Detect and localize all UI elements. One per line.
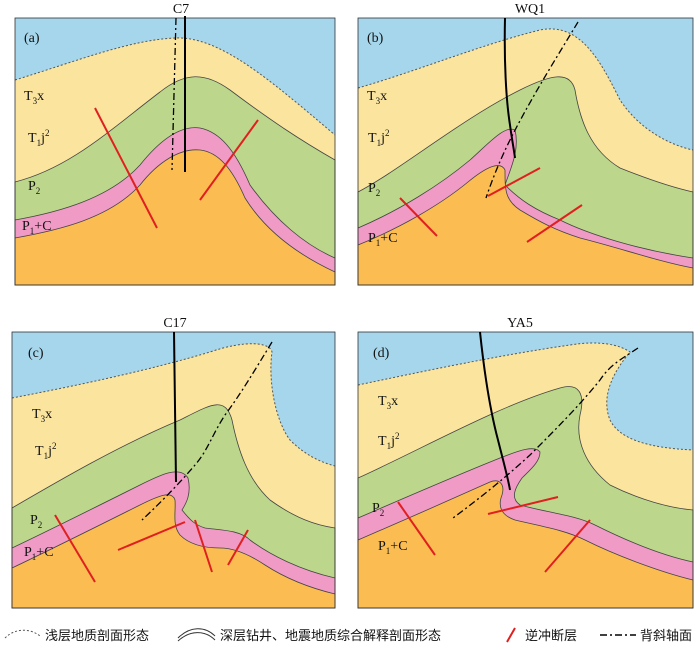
legend-item-thrust: 逆冲断层 — [506, 627, 577, 644]
panel-d-fault-left — [397, 501, 436, 556]
panel-d-id: (d) — [373, 346, 390, 361]
panel-d-axial-surface — [452, 347, 639, 519]
panel-c-axial-surface — [141, 341, 273, 521]
legend-item-deep: 深层钻井、地震地质综合解释剖面形态 — [177, 628, 441, 644]
panel-b-p1c — [357, 165, 694, 286]
panel-a: C7 (a) T3x T1j2 P2 P1+C — [14, 2, 336, 286]
panel-b-id: (b) — [367, 31, 384, 46]
panel-a-p1c — [14, 149, 336, 286]
panel-a-well-label: C7 — [173, 2, 189, 17]
legend-deep-symbol — [177, 628, 216, 639]
legend-item-axis: 背斜轴面 — [600, 629, 692, 644]
panel-d-p1c — [357, 480, 694, 609]
panel-c-fault-left — [54, 514, 96, 583]
panel-b-fault-right — [526, 204, 583, 243]
panel-c-label-p2: P2 — [30, 513, 42, 530]
panel-d: YA5 (d) T3x T1j2 P2 P1+C — [357, 316, 694, 609]
legend-axis-label: 背斜轴面 — [640, 629, 692, 644]
panel-c-fault-mid — [117, 521, 186, 551]
legend-shallow-symbol — [4, 629, 41, 639]
panel-d-label-p1c: P1+C — [378, 539, 408, 556]
legend-item-shallow: 浅层地质剖面形态 — [4, 629, 149, 644]
panel-a-label-p1c: P1+C — [22, 219, 52, 236]
panel-c-fault-right — [194, 519, 213, 573]
panel-b-label-t1j2: T1j2 — [368, 128, 389, 148]
panel-c-shallow-surface — [11, 343, 336, 467]
panel-a-label-t3x: T3x — [24, 89, 44, 106]
panel-c-id: (c) — [28, 346, 44, 361]
panel-d-shallow-surface — [357, 342, 694, 451]
panel-d-label-t1j2: T1j2 — [378, 431, 399, 451]
panel-c-label-t1j2: T1j2 — [35, 441, 56, 461]
panel-a-fault-right — [199, 119, 259, 201]
panel-d-label-p2: P2 — [372, 501, 384, 518]
panel-b-label-p2: P2 — [368, 181, 380, 198]
panel-c-well — [173, 331, 177, 483]
legend-deep-label: 深层钻井、地震地质综合解释剖面形态 — [220, 629, 441, 644]
panel-a-id: (a) — [24, 31, 40, 46]
panel-c-well-label: C17 — [163, 316, 186, 331]
panel-d-label-t3x: T3x — [378, 394, 398, 411]
panel-d-well-label: YA5 — [507, 316, 533, 331]
panel-a-label-p2: P2 — [28, 179, 40, 196]
panel-d-fault-mid — [487, 496, 559, 515]
panel-c: C17 (c) T3x T1j2 P2 P1+C — [11, 316, 336, 609]
panel-b-fault-left — [399, 197, 438, 237]
panel-c-fault-right2 — [227, 529, 249, 566]
panel-a-label-t1j2: T1j2 — [28, 128, 49, 148]
legend-thrust-label: 逆冲断层 — [525, 628, 577, 644]
legend: 浅层地质剖面形态 深层钻井、地震地质综合解释剖面形态 逆冲断层 背斜轴面 — [4, 627, 692, 644]
panel-b: WQ1 (b) T3x T1j2 P2 P1+C — [357, 2, 694, 286]
panel-a-fault-left — [94, 107, 158, 229]
panel-b-fault-mid — [487, 167, 541, 197]
panel-d-well — [479, 331, 511, 491]
panel-b-well-label: WQ1 — [515, 2, 545, 17]
panel-a-axial-surface — [171, 17, 177, 171]
legend-shallow-label: 浅层地质剖面形态 — [45, 629, 149, 644]
legend-thrust-symbol — [506, 627, 516, 643]
panel-d-fault-right — [544, 519, 591, 573]
panel-b-label-t3x: T3x — [367, 89, 387, 106]
panel-c-label-p1c: P1+C — [24, 545, 54, 562]
panel-b-label-p1c: P1+C — [368, 231, 398, 248]
panel-b-axial-surface — [485, 21, 579, 199]
panel-c-label-t3x: T3x — [32, 407, 52, 424]
panel-b-well — [503, 17, 516, 159]
